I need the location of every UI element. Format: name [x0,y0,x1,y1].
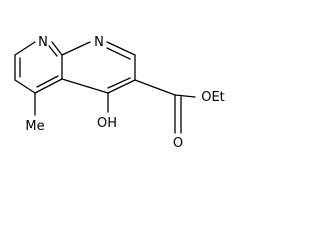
bond [61,78,109,94]
molecule-diagram: N N Me OH OEt O [14,35,225,151]
bond [48,45,58,57]
bond [174,94,196,98]
bond [106,41,136,56]
bond [134,79,176,96]
bond [107,77,131,89]
atom-label-oet: OEt [201,90,225,105]
bond [14,79,36,94]
bond [51,41,63,56]
bond [36,75,59,88]
bond [61,41,91,56]
bond [106,47,131,60]
atom-label-n8: N [94,35,104,50]
bond [107,79,136,94]
structure-svg: N N Me OH OEt O [14,35,225,151]
atom-label-n1: N [38,35,48,50]
atom-label-o-carbonyl: O [173,136,183,151]
bond [34,78,63,94]
bond [14,41,36,56]
atom-label-oh: OH [97,116,117,131]
atom-label-me: Me [25,119,44,134]
